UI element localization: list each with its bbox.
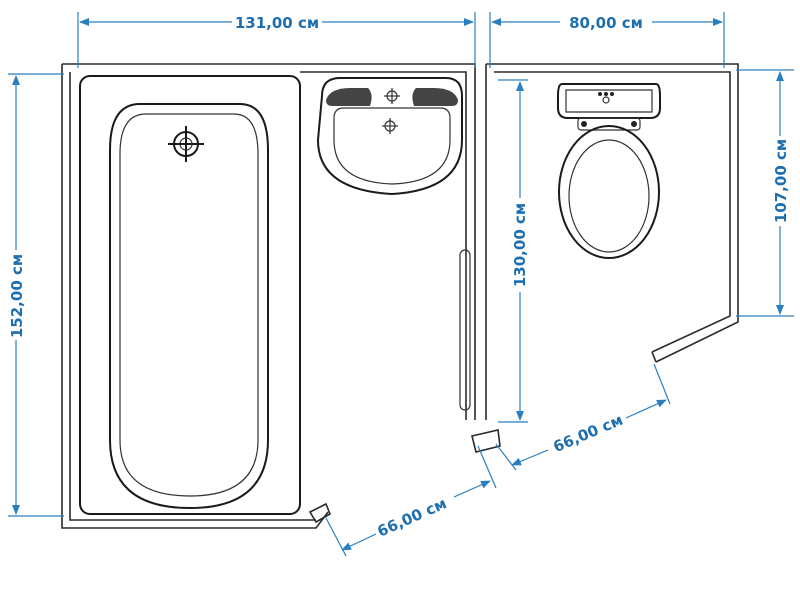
dim-bath-height: 152,00 см [8,73,64,517]
dim-label-bath-door: 66,00 см [375,494,450,540]
dim-label-wc-partition: 130,00 см [511,203,529,287]
dim-wc-right-wall: 107,00 см [736,69,794,317]
dim-label-wc-width: 80,00 см [569,14,643,32]
dim-label-bath-width: 131,00 см [235,14,319,32]
sink-icon [316,77,463,196]
dim-bath-width: 131,00 см [77,12,476,68]
faucet-icon [384,88,400,104]
bathtub-icon [79,75,301,515]
wc-walls [485,63,739,420]
dim-bath-door: 66,00 см [325,445,497,557]
drain-icon [168,126,204,162]
dim-wc-door: 66,00 см [495,363,671,471]
dim-label-wc-right-wall: 107,00 см [772,139,790,223]
dim-wc-width: 80,00 см [489,12,725,68]
dim-label-bath-height: 152,00 см [8,254,26,338]
dim-wc-partition: 130,00 см [498,79,529,423]
toilet-icon [557,83,661,259]
door-handle [459,249,471,411]
wc-door-stub [471,429,501,453]
bathroom-door-stub [308,502,332,524]
dim-label-wc-door: 66,00 см [551,411,626,456]
